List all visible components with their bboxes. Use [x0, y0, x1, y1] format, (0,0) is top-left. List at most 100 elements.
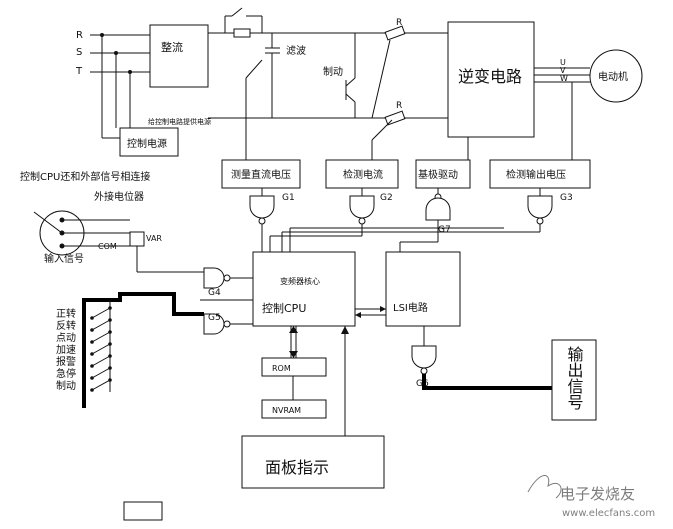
switch-terminal: [90, 340, 94, 344]
switch-contact: [91, 343, 111, 355]
bus-arrow-down: [289, 351, 298, 358]
g4-gate: [203, 267, 225, 289]
com-label: COM: [98, 242, 117, 251]
g3-gate: [527, 195, 553, 219]
gate-g1-label: G1: [282, 193, 295, 203]
switch-contact: [91, 367, 111, 379]
nvram-box: [261, 399, 327, 419]
bus-resistor-top: [384, 25, 406, 41]
bus-resistor-bottom: [384, 110, 406, 126]
output-voltage-box: [489, 159, 591, 189]
cpu-external-note: 控制CPU还和外部信号相连接: [20, 170, 150, 183]
switch-rows: [90, 300, 112, 392]
lsi-cpu-arrow: [355, 312, 361, 318]
g2-bubble: [358, 217, 366, 225]
g2-gate: [349, 195, 375, 219]
inverter-box: [447, 21, 535, 138]
gate-g3-label: G3: [560, 193, 573, 203]
gate-g7-label: G7: [438, 225, 451, 235]
control-power-note: 给控制电路提供电源: [148, 117, 211, 126]
precharge-resistor: [233, 28, 251, 38]
base-drive-box: [415, 159, 471, 189]
dc-bus: 滤波 R R: [208, 7, 448, 126]
g1-gate: [249, 195, 275, 219]
measure-row: 测量直流电压 检测电流 基极驱动 检测输出电压: [221, 78, 591, 189]
bus-arrow-up: [289, 326, 298, 333]
bypass-switch: [231, 7, 243, 17]
nvram-label: NVRAM: [272, 406, 301, 415]
output-signal-label: 输出信号: [565, 346, 584, 411]
cpu-lsi-arrow: [380, 306, 386, 312]
switch-terminal: [90, 352, 94, 356]
switch-label: 急停: [56, 367, 76, 380]
motor-label: 电动机: [598, 70, 628, 83]
resistor-top-label: R: [396, 18, 402, 28]
switch-terminal: [90, 364, 94, 368]
brake-diagonal: [371, 39, 391, 119]
current-sense-b: [371, 119, 393, 141]
var-terminal: [129, 231, 145, 247]
switch-terminal: [90, 388, 94, 392]
external-io: 控制CPU还和外部信号相连接 外接电位器 COM VAR 输入信号: [20, 170, 204, 273]
cpu-box: [252, 251, 356, 327]
switch-terminal: [90, 316, 94, 320]
transistor-collector: [345, 77, 356, 87]
lsi-block: LSI电路: [355, 251, 461, 346]
gate-g4: G4: [203, 267, 253, 298]
watermark-url: www.elecfans.com: [562, 508, 655, 519]
gate-g4-label: G4: [208, 288, 221, 298]
input-t-label: T: [75, 66, 83, 77]
control-power-box: [119, 127, 179, 157]
gate-g3: G3: [527, 188, 573, 225]
gate-g5: G5: [200, 299, 253, 335]
gate-g6: G6: [411, 345, 552, 390]
switch-label: 点动: [56, 332, 76, 344]
rom-box: [261, 357, 327, 377]
inverter-block: 逆变电路 U V W: [447, 21, 590, 138]
g6-gate: [411, 345, 437, 369]
g5-bubble: [223, 320, 231, 328]
output-signal-box: [551, 339, 597, 421]
g4-bubble: [223, 274, 231, 282]
control-power-block: 控制电源 给控制电路提供电源: [119, 117, 211, 157]
panel-arrow: [341, 326, 349, 334]
motor: 电动机: [589, 49, 643, 103]
lsi-box: [385, 251, 461, 327]
motor-circle: [589, 49, 643, 103]
rectifier-label: 整流: [161, 40, 183, 54]
memory-block: ROM NVRAM: [261, 326, 327, 419]
g3-bubble: [536, 217, 544, 225]
brake-transistor: 制动: [323, 62, 356, 118]
cap-sense-lead: [245, 59, 263, 79]
filter-label: 滤波: [286, 44, 306, 57]
current-detect-box: [325, 159, 399, 189]
terminal-v-label: V: [560, 66, 566, 75]
control-power-label: 控制电源: [127, 137, 167, 150]
legend-box: [123, 501, 163, 521]
watermark-logo-icon: [527, 475, 562, 499]
three-phase-input: R S T: [75, 30, 150, 139]
gate-wiring: [261, 220, 541, 252]
lsi-label: LSI电路: [393, 301, 428, 314]
vfd-core-label: 变频器核心: [280, 276, 320, 286]
switch-bus-thick: [82, 292, 204, 408]
gate-g2: G2: [349, 188, 393, 225]
rectifier-block: 整流: [149, 24, 209, 88]
brake-label: 制动: [323, 65, 343, 78]
switch-label: 加速: [56, 344, 76, 356]
switch-contact: [91, 331, 111, 343]
pot-wiper: [33, 211, 63, 234]
var-label: VAR: [146, 234, 162, 243]
switch-label: 正转: [56, 307, 76, 320]
output-voltage-label: 检测输出电压: [506, 168, 566, 181]
cpu-label: 控制CPU: [262, 301, 306, 315]
input-s-label: S: [76, 47, 82, 58]
rectifier-box: [149, 24, 209, 88]
transistor-emitter: [345, 93, 356, 103]
rom-label: ROM: [272, 364, 291, 373]
panel-block: 面板指示: [241, 326, 385, 489]
elecfans-watermark: 电子发烧友 www.elecfans.com: [527, 475, 655, 519]
dc-voltage-box: [221, 159, 301, 189]
